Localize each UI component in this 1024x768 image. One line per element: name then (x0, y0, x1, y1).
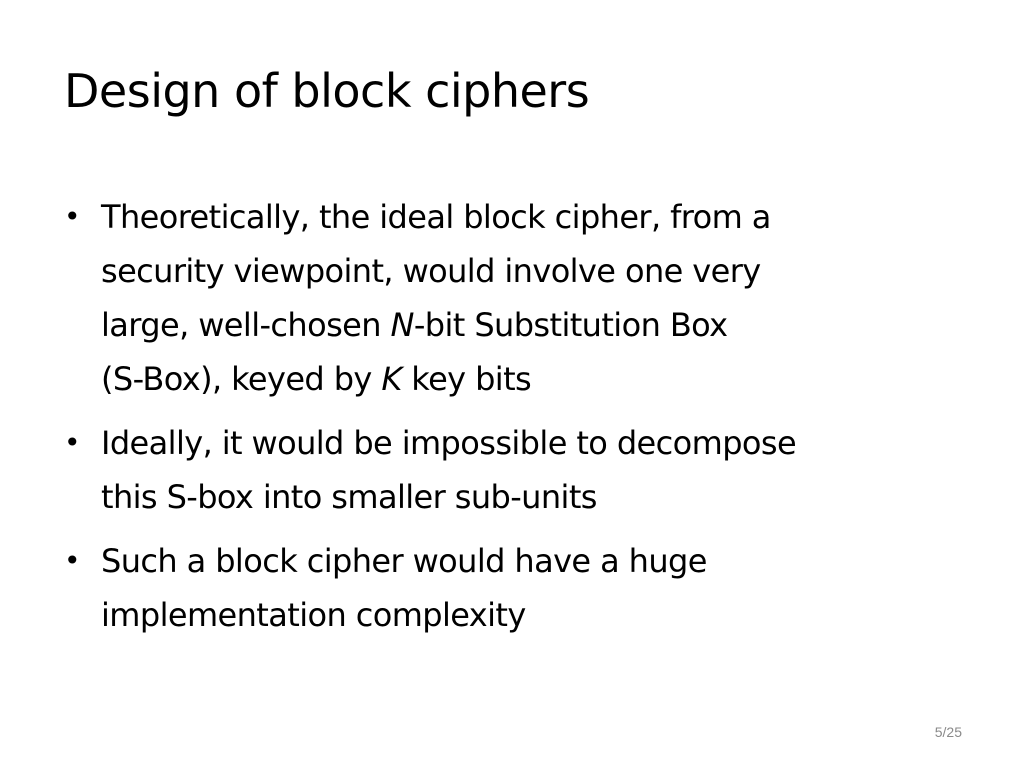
bullet-item-decompose: • Ideally, it would be impossible to dec… (64, 416, 964, 524)
bullet-line: Theoretically, the ideal block cipher, f… (101, 198, 771, 236)
bullet-line: this S-box into smaller sub-units (101, 478, 597, 516)
bullet-line: Ideally, it would be impossible to decom… (101, 424, 797, 462)
bullet-line: Such a block cipher would have a huge (101, 542, 707, 580)
bullet-line: implementation complexity (101, 596, 526, 634)
bullet-dot-icon: • (64, 200, 81, 233)
variable-k: K (381, 360, 402, 398)
bullet-line: large, well-chosen N-bit Substitution Bo… (101, 306, 728, 344)
bullet-dot-icon: • (64, 544, 81, 577)
bullet-item-complexity: • Such a block cipher would have a huge … (64, 534, 964, 642)
bullet-item-ideal-cipher: • Theoretically, the ideal block cipher,… (64, 190, 964, 406)
bullet-line: (S-Box), keyed by K key bits (101, 360, 532, 398)
slide-title: Design of block ciphers (64, 64, 590, 118)
bullet-dot-icon: • (64, 426, 81, 459)
bullet-line: security viewpoint, would involve one ve… (101, 252, 761, 290)
page-number: 5/25 (934, 724, 962, 740)
variable-n: N (390, 306, 415, 344)
bullet-list: • Theoretically, the ideal block cipher,… (64, 190, 964, 652)
